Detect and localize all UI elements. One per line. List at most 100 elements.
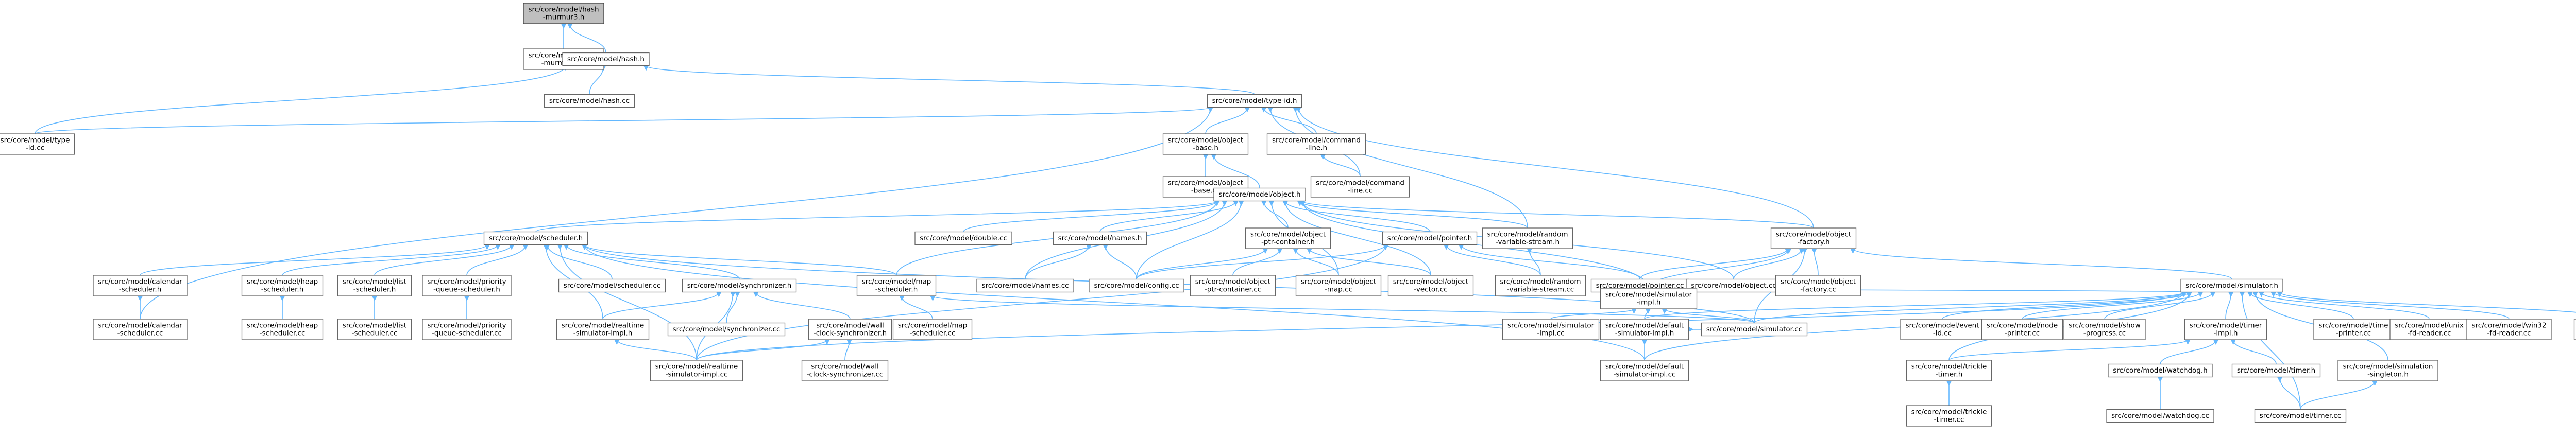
graph-node-cmdcc[interactable]: src/core/model/command-line.cc [1310, 176, 1410, 198]
graph-node-namescc[interactable]: src/core/model/names.cc [976, 278, 1074, 293]
graph-node-timeprintercc[interactable]: src/core/model/time-printer.cc [2313, 319, 2394, 340]
graph-node-objveccc[interactable]: src/core/model/object-vector.cc [1387, 275, 1474, 296]
graph-node-win32fdcc[interactable]: src/core/model/win32-fd-reader.cc [2466, 319, 2552, 340]
graph-node-eventidcc[interactable]: src/core/model/event-id.cc [1900, 319, 1985, 340]
node-box [1053, 231, 1147, 245]
graph-node-timercc[interactable]: src/core/model/timer.cc [2254, 409, 2347, 423]
graph-node-tricklecc[interactable]: src/core/model/trickle-timer.cc [1906, 405, 1992, 427]
node-label: src/core/model/heap [247, 322, 318, 330]
graph-node-calendarcc[interactable]: src/core/model/calendar-scheduler.cc [93, 319, 188, 340]
graph-node-watchdogcc[interactable]: src/core/model/watchdog.cc [2106, 409, 2214, 423]
graph-node-hashcc[interactable]: src/core/model/hash.cc [544, 94, 635, 108]
graph-node-watchdogh[interactable]: src/core/model/watchdog.h [2108, 363, 2213, 378]
graph-node-cmdh[interactable]: src/core/model/command-line.h [1266, 133, 1366, 155]
edge-simimplh-simcc [1662, 308, 1755, 324]
graph-node-namesh[interactable]: src/core/model/names.h [1053, 231, 1147, 245]
graph-node-listcc[interactable]: src/core/model/list-scheduler.cc [337, 319, 412, 340]
node-label: -simulator-impl.cc [1614, 371, 1676, 379]
graph-node-prioh[interactable]: src/core/model/priority-queue-scheduler.… [422, 275, 512, 296]
graph-node-wallh[interactable]: src/core/model/wall-clock-synchronizer.h [808, 319, 892, 340]
graph-node-synccc[interactable]: src/core/model/synchronizer.cc [667, 322, 786, 337]
edge-wallh-wallcc [844, 339, 853, 361]
graph-node-singletonh[interactable]: src/core/model/simulation-singleton.h [2337, 360, 2438, 381]
graph-node-objectcc[interactable]: src/core/model/object.cc [1686, 278, 1782, 293]
edge-schedh-heaph [282, 244, 501, 276]
graph-node-nodeprintercc[interactable]: src/core/model/node-printer.cc [1981, 319, 2063, 340]
graph-node-unixfdcc[interactable]: src/core/model/unix-fd-reader.cc [2389, 319, 2469, 340]
node-label: src/core/model/names.h [1058, 234, 1142, 242]
graph-node-murmur3h[interactable]: src/core/model/hash-murmur3.h [523, 3, 604, 24]
node-label: src/core/model/command [1316, 179, 1404, 187]
node-label: src/core/model/simulation [2343, 363, 2433, 371]
graph-node-listh[interactable]: src/core/model/list-scheduler.h [337, 275, 412, 296]
graph-node-heaph[interactable]: src/core/model/heap-scheduler.h [241, 275, 324, 296]
graph-node-randh[interactable]: src/core/model/random-variable-stream.h [1482, 227, 1573, 249]
graph-node-wallcc[interactable]: src/core/model/wall-clock-synchronizer.c… [801, 360, 889, 381]
graph-node-simimplh[interactable]: src/core/model/simulator-impl.h [1600, 288, 1698, 309]
graph-node-typeidh[interactable]: src/core/model/type-id.h [1207, 94, 1302, 108]
node-box [1900, 319, 1985, 340]
graph-node-ptrconth[interactable]: src/core/model/object-ptr-container.h [1245, 227, 1331, 249]
graph-node-simimplcc[interactable]: src/core/model/simulator-impl.cc [1502, 319, 1600, 340]
node-label: -printer.cc [2005, 329, 2040, 338]
edge-timerh-timercc [2277, 376, 2301, 410]
graph-node-simh[interactable]: src/core/model/simulator.h [2180, 278, 2283, 293]
graph-node-factorycc[interactable]: src/core/model/object-factory.cc [1775, 275, 1861, 296]
graph-node-calendarh[interactable]: src/core/model/calendar-scheduler.h [93, 275, 188, 296]
graph-node-ptrcontcc[interactable]: src/core/model/object-ptr-container.cc [1190, 275, 1276, 296]
graph-node-schedh[interactable]: src/core/model/scheduler.h [483, 231, 588, 245]
edge-simh-unixfdcc [2258, 291, 2430, 320]
node-box [2337, 360, 2438, 381]
graph-node-objecth[interactable]: src/core/model/object.h [1213, 187, 1306, 202]
node-box [1981, 319, 2063, 340]
node-label: src/core/model/simulator.cc [1706, 325, 1802, 333]
graph-node-defimplh[interactable]: src/core/model/default-simulator-impl.h [1600, 319, 1689, 340]
node-label: src/core/model/win32 [2471, 322, 2546, 330]
edge-typeidh-calendarcc [140, 107, 1214, 320]
node-box [1600, 319, 1689, 340]
graph-node-doublecc[interactable]: src/core/model/double.cc [914, 231, 1012, 245]
graph-node-synch[interactable]: src/core/model/synchronizer.h [682, 278, 797, 293]
graph-node-maph[interactable]: src/core/model/map-scheduler.h [856, 275, 937, 296]
graph-node-timerh[interactable]: src/core/model/timer.h [2231, 363, 2321, 378]
node-label: -scheduler.h [875, 286, 918, 294]
node-label: src/core/model/object [1168, 179, 1243, 187]
graph-node-priocc[interactable]: src/core/model/priority-queue-scheduler.… [422, 319, 512, 340]
graph-node-rtimplcc[interactable]: src/core/model/realtime-simulator-impl.c… [650, 360, 743, 381]
node-box [93, 275, 188, 296]
graph-node-defimplcc[interactable]: src/core/model/default-simulator-impl.cc [1600, 360, 1689, 381]
graph-node-trickleh[interactable]: src/core/model/trickle-timer.h [1906, 360, 1992, 381]
node-box [2573, 319, 2576, 340]
node-box [1089, 278, 1184, 293]
graph-node-hashh[interactable]: src/core/model/hash.h [562, 52, 650, 66]
node-label: src/core/model/simulator [1605, 291, 1692, 299]
edge-wallh-rtimplcc [696, 339, 830, 361]
graph-node-pointerh[interactable]: src/core/model/pointer.h [1382, 231, 1478, 245]
node-box [1906, 360, 1992, 381]
node-box [422, 275, 512, 296]
node-box [2063, 319, 2146, 340]
graph-node-rtimplh[interactable]: src/core/model/realtime-simulator-impl.h [556, 319, 650, 340]
node-label: -queue-scheduler.h [433, 286, 500, 294]
edge-schedh-listh [374, 244, 515, 276]
graph-node-mapcc[interactable]: src/core/model/map-scheduler.cc [892, 319, 973, 340]
graph-node-simcc[interactable]: src/core/model/simulator.cc [1701, 322, 1808, 337]
edge-cmdh-cmdcc [1320, 153, 1361, 177]
graph-node-heapcc[interactable]: src/core/model/heap-scheduler.cc [241, 319, 324, 340]
graph-node-objbaseh[interactable]: src/core/model/object-base.h [1162, 133, 1249, 155]
graph-node-showprogcc[interactable]: src/core/model/show-progress.cc [2063, 319, 2146, 340]
graph-node-configcc[interactable]: src/core/model/config.cc [1089, 278, 1184, 293]
edge-typeidh-factoryh [1295, 107, 1814, 229]
graph-node-desmetricscc[interactable]: src/core/model/des-metrics.cc [2573, 319, 2576, 340]
graph-node-typeidcc[interactable]: src/core/model/type-id.cc [0, 133, 75, 155]
node-label: src/core/model/simulator [1507, 322, 1595, 330]
node-label: src/core/model/synchronizer.cc [673, 325, 781, 333]
node-label: src/core/model/object [1776, 231, 1851, 239]
graph-node-schedcc[interactable]: src/core/model/scheduler.cc [558, 278, 666, 293]
graph-node-objmapcc[interactable]: src/core/model/object-map.cc [1295, 275, 1382, 296]
node-box [856, 275, 937, 296]
graph-node-timerimplh[interactable]: src/core/model/timer-impl.h [2184, 319, 2267, 340]
graph-node-randcc[interactable]: src/core/model/random-variable-stream.cc [1495, 275, 1586, 296]
edge-typeidh-typeidcc [35, 106, 1214, 134]
graph-node-factoryh[interactable]: src/core/model/object-factory.h [1770, 227, 1857, 249]
